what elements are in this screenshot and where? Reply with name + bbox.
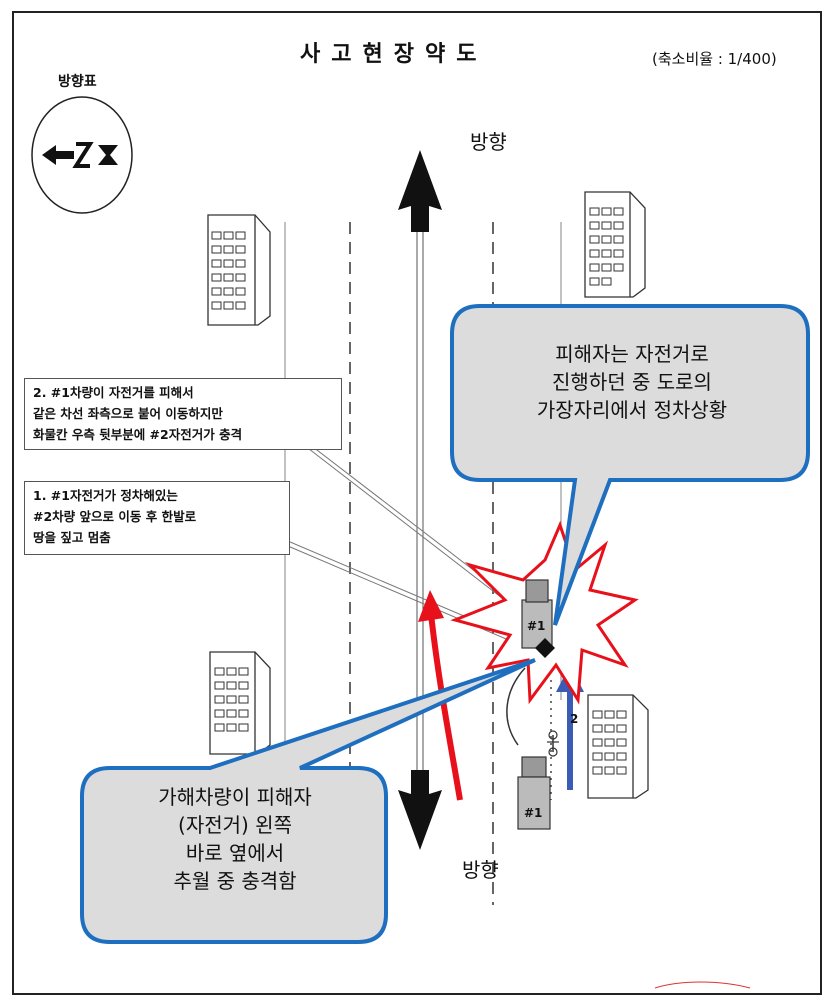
callout-victim-line: 가장자리에서 정차상황 bbox=[536, 398, 728, 422]
page-title: 사고현장약도 bbox=[300, 42, 488, 67]
bike-trajectory bbox=[506, 667, 526, 746]
truck-lower-label: #1 bbox=[524, 806, 543, 820]
truck-lower-icon bbox=[517, 756, 551, 830]
leader-line-note2b bbox=[299, 441, 529, 619]
truck-upper-icon bbox=[521, 579, 553, 649]
building-bottom-left bbox=[209, 651, 271, 755]
note-1-line: #2차량 앞으로 이동 후 한발로 bbox=[33, 509, 197, 524]
note-1-line: 땅을 짚고 멈춤 bbox=[33, 530, 111, 545]
note-1-line: 1. #1자전거가 정차해있는 bbox=[33, 488, 178, 503]
note-2-line: 화물칸 우측 뒷부분에 #2자전거가 충격 bbox=[33, 427, 243, 442]
direction-legend-label: 방향표 bbox=[58, 74, 97, 90]
direction-label-top: 방향 bbox=[470, 130, 507, 154]
note-2-line: 2. #1차량이 자전거를 피해서 bbox=[33, 385, 194, 400]
frame-border bbox=[12, 11, 822, 995]
note-box-1: 1. #1자전거가 정차해있는 #2차량 앞으로 이동 후 한발로 땅을 짚고 … bbox=[24, 481, 290, 555]
callout-offender-line: 가해차량이 피해자 bbox=[158, 785, 312, 809]
truck-upper-label: #1 bbox=[527, 619, 546, 633]
building-top-left bbox=[207, 214, 271, 326]
callout-victim-line: 진행하던 중 도로의 bbox=[552, 370, 712, 394]
bicycle-label: 2 bbox=[570, 712, 579, 726]
down-arrow-icon bbox=[398, 770, 442, 850]
direction-label-bottom: 방향 bbox=[462, 858, 499, 882]
scale-label: (축소비율 : 1/400) bbox=[652, 50, 777, 68]
building-bottom-right bbox=[587, 694, 649, 799]
direction-arrow-icon bbox=[42, 142, 118, 168]
note-box-2: 2. #1차량이 자전거를 피해서 같은 차선 좌측으로 붙어 이동하지만 화물… bbox=[24, 378, 342, 450]
callout-offender-bubble bbox=[80, 658, 536, 944]
note-2-line: 같은 차선 좌측으로 붙어 이동하지만 bbox=[33, 406, 223, 421]
direction-legend-oval bbox=[31, 96, 133, 214]
red-arrow-head bbox=[418, 590, 444, 622]
up-arrow-icon bbox=[398, 150, 442, 232]
callout-offender-line: (자전거) 왼쪽 bbox=[178, 813, 292, 837]
bicycle-icon bbox=[547, 730, 559, 757]
callout-victim-text: 피해자는 자전거로 진행하던 중 도로의 가장자리에서 정차상황 bbox=[462, 340, 802, 424]
leader-line-note1b bbox=[261, 534, 533, 651]
red-path-line bbox=[427, 604, 463, 801]
collision-point-icon bbox=[535, 638, 555, 658]
callout-victim-bubble bbox=[450, 304, 810, 626]
building-top-right bbox=[584, 191, 646, 298]
callout-victim-line: 피해자는 자전거로 bbox=[555, 342, 709, 366]
callout-offender-line: 추월 중 충격함 bbox=[173, 869, 297, 893]
callout-offender-text: 가해차량이 피해자 (자전거) 왼쪽 바로 옆에서 추월 중 충격함 bbox=[90, 783, 380, 895]
callout-offender-line: 바로 옆에서 bbox=[185, 841, 285, 865]
stamp-mark bbox=[654, 981, 751, 989]
